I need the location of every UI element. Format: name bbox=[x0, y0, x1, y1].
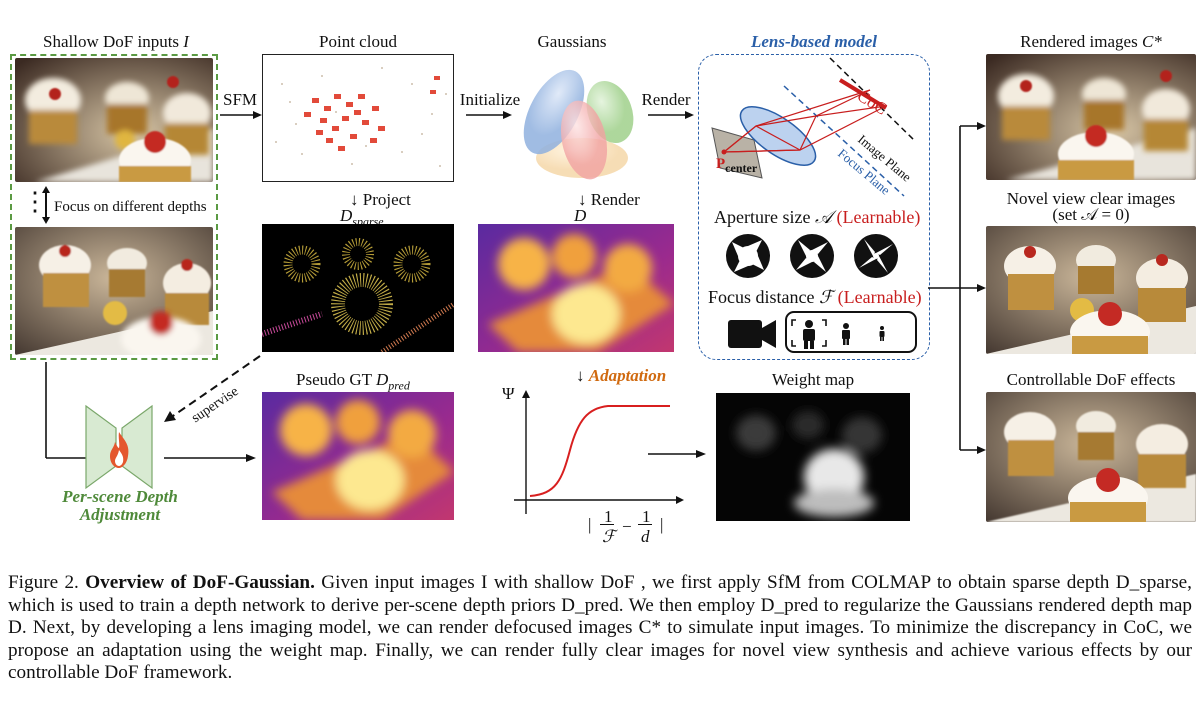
inputs-dashed-box bbox=[10, 54, 218, 360]
project-label: ↓ Project bbox=[350, 190, 411, 209]
pseudo-gt-depth-image bbox=[262, 392, 454, 520]
focus-range-arrow bbox=[42, 186, 50, 224]
person-focus-icon bbox=[791, 319, 827, 349]
caption-body: Given input images I with shallow DoF , … bbox=[8, 572, 1192, 684]
figure-overview: Shallow DoF inputs I ⋮ Focus on differen… bbox=[10, 32, 1196, 546]
depth-network-icon bbox=[85, 404, 153, 490]
to-weight-map-arrow bbox=[648, 450, 706, 458]
focus-subject-frame bbox=[785, 311, 917, 353]
initialize-label: Initialize bbox=[459, 90, 521, 109]
supervise-dashed-arrow bbox=[164, 355, 261, 422]
adaptation-label: ↓ Adaptation bbox=[576, 366, 667, 385]
point-cloud-image bbox=[262, 54, 454, 182]
rendered-depth-image bbox=[478, 224, 674, 352]
aperture-label: Aperture size 𝒜 (Learnable) bbox=[714, 207, 921, 227]
weight-map-title: Weight map bbox=[771, 370, 855, 389]
gaussians-ellipsoids bbox=[523, 69, 634, 180]
aperture-icon-mid bbox=[790, 234, 834, 278]
rendered-images-title: Rendered images C* bbox=[1020, 32, 1162, 51]
caption-figure-label: Figure 2. bbox=[8, 572, 79, 593]
pseudo-gt-title: Pseudo GT Dpred bbox=[296, 370, 410, 393]
rendered-image-output bbox=[986, 54, 1196, 180]
controllable-dof-image bbox=[986, 392, 1196, 522]
sparse-depth-image bbox=[262, 224, 454, 352]
p-center-label: Pcenter bbox=[716, 156, 758, 175]
aperture-icons bbox=[726, 234, 898, 278]
lens-model-box bbox=[698, 54, 930, 360]
focus-depths-label: Focus on different depths bbox=[54, 199, 207, 215]
lens-diagram bbox=[711, 57, 915, 197]
adaptation-curve-plot bbox=[514, 390, 684, 514]
novel-view-title: Novel view clear images bbox=[1006, 189, 1176, 208]
initialize-arrow bbox=[466, 111, 512, 119]
gaussians-title: Gaussians bbox=[537, 32, 607, 51]
input-image-far-focus bbox=[15, 227, 213, 355]
point-cloud-title: Point cloud bbox=[319, 32, 397, 51]
aperture-icon-wide bbox=[726, 234, 770, 278]
input-image-near-focus bbox=[15, 58, 213, 182]
output-branch-arrows bbox=[928, 122, 986, 454]
caption-figure-title: Overview of DoF-Gaussian. bbox=[85, 572, 315, 593]
controllable-dof-title: Controllable DoF effects bbox=[1006, 370, 1176, 389]
sfm-label: SFM bbox=[222, 90, 258, 109]
aperture-icon-narrow bbox=[854, 234, 898, 278]
focus-icons bbox=[728, 311, 917, 353]
sfm-arrow bbox=[220, 111, 262, 119]
render-right-arrow bbox=[648, 111, 694, 119]
person-far-icon bbox=[879, 326, 885, 341]
figure-caption: Figure 2. Overview of DoF-Gaussian. Give… bbox=[8, 572, 1192, 685]
d-rendered-label: D bbox=[574, 206, 587, 225]
render-right-label: Render bbox=[641, 90, 691, 109]
weight-map-image bbox=[716, 393, 910, 521]
psi-axis-label: Ψ bbox=[502, 384, 515, 403]
lens-model-title: Lens-based model bbox=[750, 32, 878, 51]
fire-icon bbox=[110, 432, 129, 468]
set-a-zero-label: (set 𝒜 = 0) bbox=[1052, 205, 1130, 224]
camera-icon bbox=[728, 320, 776, 348]
inputs-title: Shallow DoF inputs I bbox=[43, 32, 189, 51]
novel-view-clear-image bbox=[986, 226, 1196, 354]
to-pseudo-gt-arrow bbox=[164, 454, 256, 462]
focus-distance-label: Focus distance ℱ (Learnable) bbox=[708, 287, 922, 307]
render-down-label: ↓ Render bbox=[578, 190, 640, 209]
person-mid-icon bbox=[842, 323, 850, 345]
